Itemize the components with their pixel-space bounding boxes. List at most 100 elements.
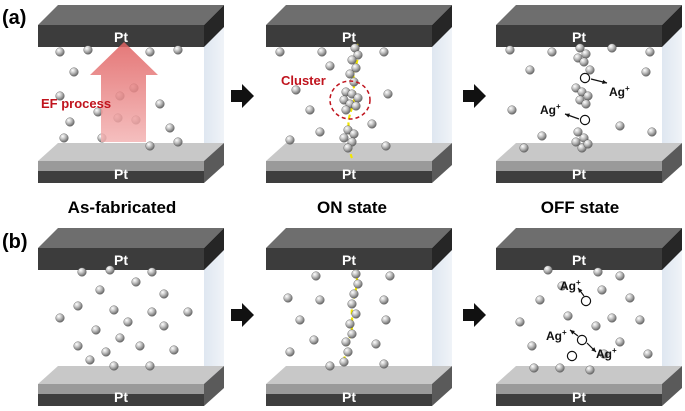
ag-ion-label: Ag+ — [540, 102, 561, 117]
transition-arrow-a2 — [463, 84, 486, 108]
bottom-electrode: Pt — [38, 366, 224, 406]
side-pane — [204, 248, 224, 393]
ag-nanoparticle — [351, 309, 361, 319]
ag-nanoparticle — [585, 65, 595, 75]
ag-nanoparticle — [73, 341, 83, 351]
ag-nanoparticle — [101, 347, 111, 357]
bottom-electrode: Pt — [38, 143, 224, 183]
ag-ion-label: Ag+ — [596, 346, 617, 361]
ag-nanoparticle — [77, 267, 87, 277]
cluster-highlight-circle — [329, 80, 371, 120]
top-electrode: Pt — [496, 5, 682, 47]
ag-nanoparticle — [351, 63, 361, 73]
ag-nanoparticle — [579, 57, 589, 67]
ag-nanoparticle — [515, 317, 525, 327]
ag-nanoparticle — [285, 135, 295, 145]
ag-nanoparticle — [159, 321, 169, 331]
top-electrode-label: Pt — [572, 29, 586, 45]
ag-nanoparticle — [615, 121, 625, 131]
ag-nanoparticle — [55, 313, 65, 323]
ag-nanoparticle — [645, 47, 655, 57]
ag-nanoparticle — [371, 339, 381, 349]
ag-nanoparticle — [145, 361, 155, 371]
row-label-b: (b) — [2, 231, 28, 253]
ag-ion-label: Ag+ — [560, 278, 581, 293]
ef-process-label: EF process — [41, 96, 111, 111]
ag-nanoparticle — [349, 129, 359, 139]
ag-nanoparticle — [85, 355, 95, 365]
ag-nanoparticle — [381, 315, 391, 325]
ag-nanoparticle — [123, 317, 133, 327]
ag-nanoparticle — [347, 299, 357, 309]
caption-off-state: OFF state — [541, 198, 619, 217]
ag-nanoparticle — [115, 333, 125, 343]
top-electrode-label: Pt — [572, 252, 586, 268]
ag-nanoparticle — [69, 67, 79, 77]
top-electrode: Pt — [266, 5, 452, 47]
ag-nanoparticle — [383, 89, 393, 99]
ag-nanoparticle — [95, 285, 105, 295]
ag-nanoparticle — [583, 91, 593, 101]
ag-nanoparticle — [169, 345, 179, 355]
cluster-label: Cluster — [281, 73, 326, 88]
ag-nanoparticle — [381, 141, 391, 151]
ag-nanoparticle — [173, 45, 183, 55]
ag-ion — [580, 295, 592, 307]
ag-nanoparticle — [635, 315, 645, 325]
top-electrode: Pt — [266, 228, 452, 270]
ag-nanoparticle — [625, 293, 635, 303]
ag-nanoparticle — [173, 137, 183, 147]
ag-nanoparticle — [325, 361, 335, 371]
ag-nanoparticle — [351, 101, 361, 111]
ag-nanoparticle — [55, 47, 65, 57]
ag-nanoparticle — [147, 267, 157, 277]
ag-nanoparticle — [557, 281, 567, 291]
ag-nanoparticle — [347, 55, 357, 65]
ef-process-arrow — [90, 42, 158, 142]
ag-nanoparticle — [159, 289, 169, 299]
ag-nanoparticle — [315, 295, 325, 305]
ag-nanoparticle — [109, 305, 119, 315]
ag-ion-label: Ag+ — [609, 84, 630, 99]
ag-nanoparticle — [379, 295, 389, 305]
ag-nanoparticle — [525, 65, 535, 75]
ag-nanoparticle — [607, 313, 617, 323]
ag-nanoparticle — [529, 363, 539, 373]
ag-nanoparticle — [105, 265, 115, 275]
side-pane — [662, 248, 682, 393]
ag-nanoparticle — [339, 357, 349, 367]
ag-nanoparticle — [581, 99, 591, 109]
ag-nanoparticle — [519, 143, 529, 153]
caption-on-state: ON state — [317, 198, 387, 217]
ag-nanoparticle — [641, 67, 651, 77]
ag-nanoparticle — [183, 307, 193, 317]
ag-nanoparticle — [527, 341, 537, 351]
ag-nanoparticle — [339, 133, 349, 143]
ag-ion — [579, 114, 591, 126]
ag-nanoparticle — [349, 289, 359, 299]
ag-nanoparticle — [353, 93, 363, 103]
bottom-electrode-label: Pt — [342, 389, 356, 405]
ag-nanoparticle — [507, 105, 517, 115]
ag-nanoparticle — [343, 143, 353, 153]
transition-arrow-b1 — [231, 303, 254, 327]
transition-arrow-a1 — [231, 84, 254, 108]
ag-nanoparticle — [55, 91, 65, 101]
ag-nanoparticle — [379, 47, 389, 57]
ag-nanoparticle — [351, 269, 361, 279]
top-electrode-label: Pt — [342, 29, 356, 45]
ag-nanoparticle — [643, 349, 653, 359]
bottom-electrode-label: Pt — [114, 389, 128, 405]
ag-nanoparticle — [599, 349, 609, 359]
ag-nanoparticle — [59, 133, 69, 143]
ag-nanoparticle — [543, 265, 553, 275]
ag-nanoparticle — [83, 45, 93, 55]
ag-nanoparticle — [583, 139, 593, 149]
ag-nanoparticle — [379, 359, 389, 369]
